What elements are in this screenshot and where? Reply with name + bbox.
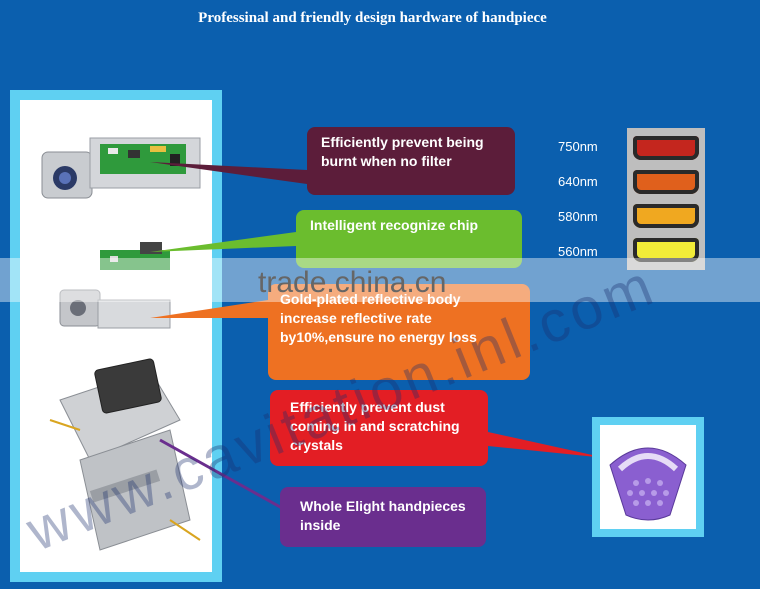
filter-swatch-panel bbox=[627, 128, 705, 270]
chip-board-icon bbox=[100, 242, 170, 270]
filter-640 bbox=[633, 170, 699, 194]
filter-560 bbox=[633, 238, 699, 262]
wavelength-label-750: 750nm bbox=[558, 139, 598, 154]
callout-chip-recognition: Intelligent recognize chip bbox=[296, 210, 522, 268]
filter-560-color bbox=[633, 238, 699, 262]
callout-handpieces-inside: Whole Elight handpieces inside bbox=[280, 487, 486, 547]
callout-burn-prevention: Efficiently prevent being burnt when no … bbox=[307, 127, 515, 195]
callout-dust-prevention: Efficiently prevent dust coming in and s… bbox=[270, 390, 488, 466]
laser-module-icon bbox=[41, 137, 201, 199]
watermark-band-text: trade.china.cn bbox=[258, 266, 447, 299]
crystal-tip-panel bbox=[592, 417, 704, 537]
filter-580 bbox=[633, 204, 699, 228]
handpiece-components-illustration bbox=[41, 137, 201, 551]
filter-750 bbox=[633, 136, 699, 160]
filter-750-color bbox=[633, 136, 699, 160]
handpiece-assembly-icon bbox=[49, 358, 201, 551]
page-title: Professinal and friendly design hardware… bbox=[198, 10, 547, 26]
wavelength-label-580: 580nm bbox=[558, 209, 598, 224]
product-image-panel bbox=[10, 90, 222, 582]
filter-580-color bbox=[633, 204, 699, 228]
reflector-icon bbox=[59, 289, 171, 329]
product-image-area bbox=[20, 100, 212, 572]
wavelength-label-560: 560nm bbox=[558, 244, 598, 259]
crystal-tip-icon bbox=[609, 447, 687, 521]
watermark-band bbox=[0, 258, 760, 302]
crystal-tip-area bbox=[600, 425, 696, 529]
callout-reflective-body: Gold-plated reflective body increase ref… bbox=[268, 284, 530, 380]
wavelength-label-640: 640nm bbox=[558, 174, 598, 189]
filter-640-color bbox=[633, 170, 699, 194]
